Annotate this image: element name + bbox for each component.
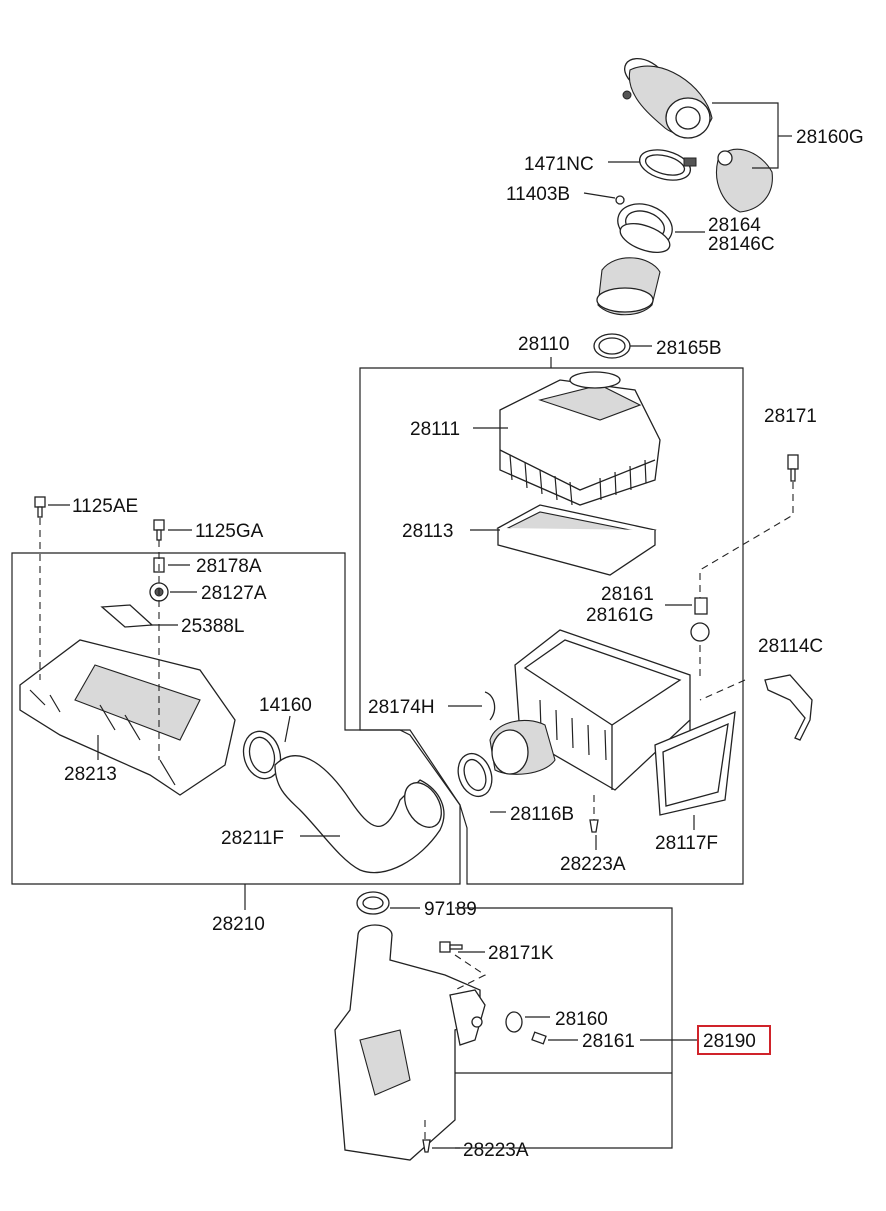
highlight-box-28190 <box>697 1025 771 1055</box>
air-cleaner-lower-case-part <box>514 629 691 791</box>
label-28171k: 28171K <box>488 943 554 964</box>
label-28164: 28164 <box>708 215 761 236</box>
label-28111: 28111 <box>410 419 460 440</box>
engine-cover-duct-part <box>19 639 236 796</box>
grommet-28223a-lower-part <box>422 1139 431 1153</box>
label-28116b: 28116B <box>510 804 574 825</box>
air-flow-sensor-part <box>622 57 713 139</box>
grommet-part <box>589 819 599 833</box>
hose-clamp-part <box>638 149 697 181</box>
bolt-1125ae-part <box>34 496 46 518</box>
label-plate-part <box>100 604 154 628</box>
assembly-box-28190 <box>455 907 673 1149</box>
bolt-1125ga-part <box>153 519 165 541</box>
label-25388l: 25388L <box>181 616 244 637</box>
insulator-28160-part <box>505 1011 523 1033</box>
label-28161-lower: 28161 <box>582 1031 635 1052</box>
label-28113: 28113 <box>402 521 453 542</box>
bolt-28171k-part <box>439 941 463 953</box>
assembly-box-28210 <box>11 552 461 885</box>
bracket-part <box>764 674 813 741</box>
label-97189: 97189 <box>424 899 477 920</box>
bushing-28161-lower-part <box>531 1031 547 1045</box>
filter-element-part <box>496 504 657 576</box>
inlet-duct-part <box>489 719 556 775</box>
part-labels: 28160G 1471NC 11403B 28164 28146C 28110 … <box>64 127 864 1161</box>
outlet-clamp-part <box>457 752 493 798</box>
bolt-part <box>787 454 799 482</box>
label-28114c: 28114C <box>758 636 823 657</box>
label-1471nc: 1471NC <box>524 154 594 175</box>
o-ring-part <box>593 333 631 359</box>
label-28223a-lower: 28223A <box>463 1140 529 1161</box>
label-28161g: 28161G <box>586 605 654 626</box>
label-11403b: 11403B <box>506 184 570 205</box>
leader-lines <box>48 102 792 1149</box>
label-28178a: 28178A <box>196 556 262 577</box>
flange-gasket-part <box>617 203 673 254</box>
label-28213: 28213 <box>64 764 117 785</box>
label-28160: 28160 <box>555 1009 608 1030</box>
duct-adapter-part <box>716 148 773 213</box>
screw-part <box>615 195 625 205</box>
label-28110: 28110 <box>518 334 569 355</box>
label-28117f: 28117F <box>655 833 718 854</box>
label-28190: 28190 <box>703 1031 756 1052</box>
clip-part <box>484 691 496 721</box>
label-28211f: 28211F <box>221 828 284 849</box>
label-28127a: 28127A <box>201 583 267 604</box>
resonator-part <box>334 924 486 1161</box>
guide-lines <box>39 482 794 1140</box>
label-1125ae: 1125AE <box>72 496 138 517</box>
gasket-frame-part <box>654 710 736 816</box>
label-28146c: 28146C <box>708 234 775 255</box>
label-28210: 28210 <box>212 914 265 935</box>
label-28223a-upper: 28223A <box>560 854 626 875</box>
intake-hose-28211f-part <box>274 755 445 874</box>
resonator-cap-part <box>356 891 390 915</box>
label-28174h: 28174H <box>368 697 435 718</box>
air-cleaner-cover-part <box>499 371 661 506</box>
hose-clamp-14160-part <box>242 730 282 780</box>
intake-hose-part <box>596 257 661 316</box>
label-28160g: 28160G <box>796 127 864 148</box>
label-1125ga: 1125GA <box>195 521 264 542</box>
label-28165b: 28165B <box>656 338 722 359</box>
label-28161-upper: 28161 <box>601 584 654 605</box>
label-14160: 14160 <box>259 695 312 716</box>
label-28171: 28171 <box>764 406 817 427</box>
bushing-part <box>690 597 710 642</box>
